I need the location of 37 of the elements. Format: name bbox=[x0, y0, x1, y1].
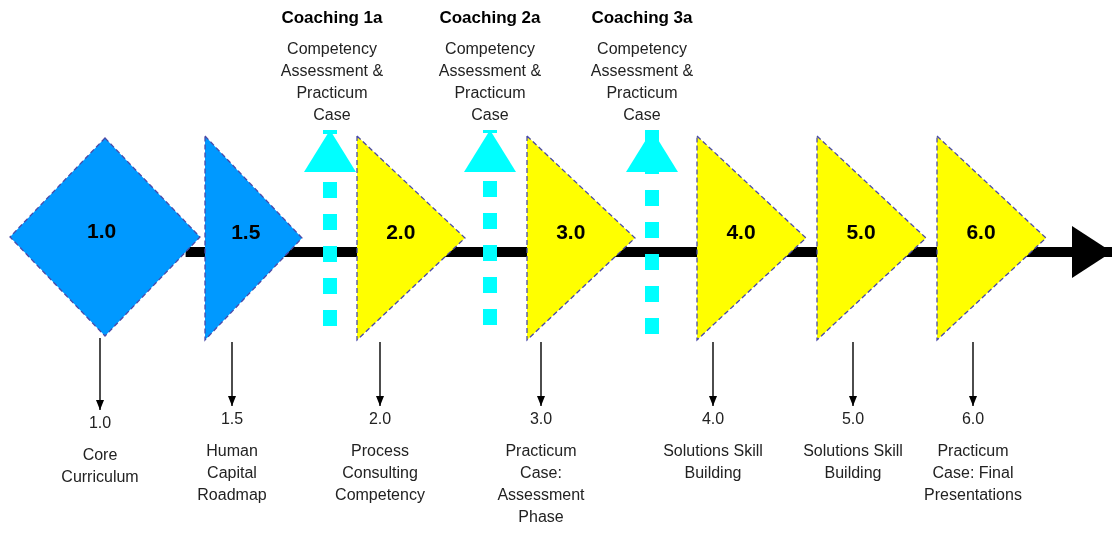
arrow bbox=[709, 341, 717, 407]
coaching-description: Competency Assessment & Practicum Case bbox=[589, 39, 695, 125]
step-description: Process Consulting Competency bbox=[334, 441, 426, 505]
coaching-description: Competency Assessment & Practicum Case bbox=[437, 39, 543, 125]
step-number: 6.0 bbox=[961, 410, 985, 428]
step-number: 2.0 bbox=[368, 410, 392, 428]
dashed-arrow bbox=[304, 130, 356, 326]
step-description: Human Capital Roadmap bbox=[196, 441, 268, 505]
coaching-title: Coaching 3a bbox=[591, 8, 693, 28]
step-number: 2.0 bbox=[386, 220, 416, 244]
step-number: 5.0 bbox=[846, 220, 876, 244]
step-number: 1.5 bbox=[231, 220, 261, 244]
step-number: 3.0 bbox=[529, 410, 553, 428]
step-number: 4.0 bbox=[726, 220, 756, 244]
step-description: Solutions Skill Building bbox=[802, 441, 904, 483]
coaching-title: Coaching 1a bbox=[281, 8, 383, 28]
step-number: 1.0 bbox=[87, 219, 117, 243]
arrow bbox=[376, 341, 384, 407]
step-number: 6.0 bbox=[966, 220, 996, 244]
arrow bbox=[969, 341, 977, 407]
arrow bbox=[96, 337, 104, 411]
dashed-arrow bbox=[464, 130, 516, 325]
coaching-description: Competency Assessment & Practicum Case bbox=[279, 39, 385, 125]
step-number: 4.0 bbox=[701, 410, 725, 428]
dashed-arrow bbox=[626, 130, 678, 334]
step-description: Practicum Case: Assessment Phase bbox=[496, 441, 586, 527]
arrow bbox=[537, 341, 545, 407]
step-number: 1.5 bbox=[220, 410, 244, 428]
step-number: 5.0 bbox=[841, 410, 865, 428]
arrow bbox=[849, 341, 857, 407]
step-description: Solutions Skill Building bbox=[662, 441, 764, 483]
coaching-title: Coaching 2a bbox=[439, 8, 541, 28]
step-description: Practicum Case: Final Presentations bbox=[923, 441, 1023, 505]
step-number: 1.0 bbox=[88, 414, 112, 432]
step-number: 3.0 bbox=[556, 220, 586, 244]
step-description: Core Curriculum bbox=[60, 445, 140, 487]
arrow bbox=[228, 341, 236, 407]
